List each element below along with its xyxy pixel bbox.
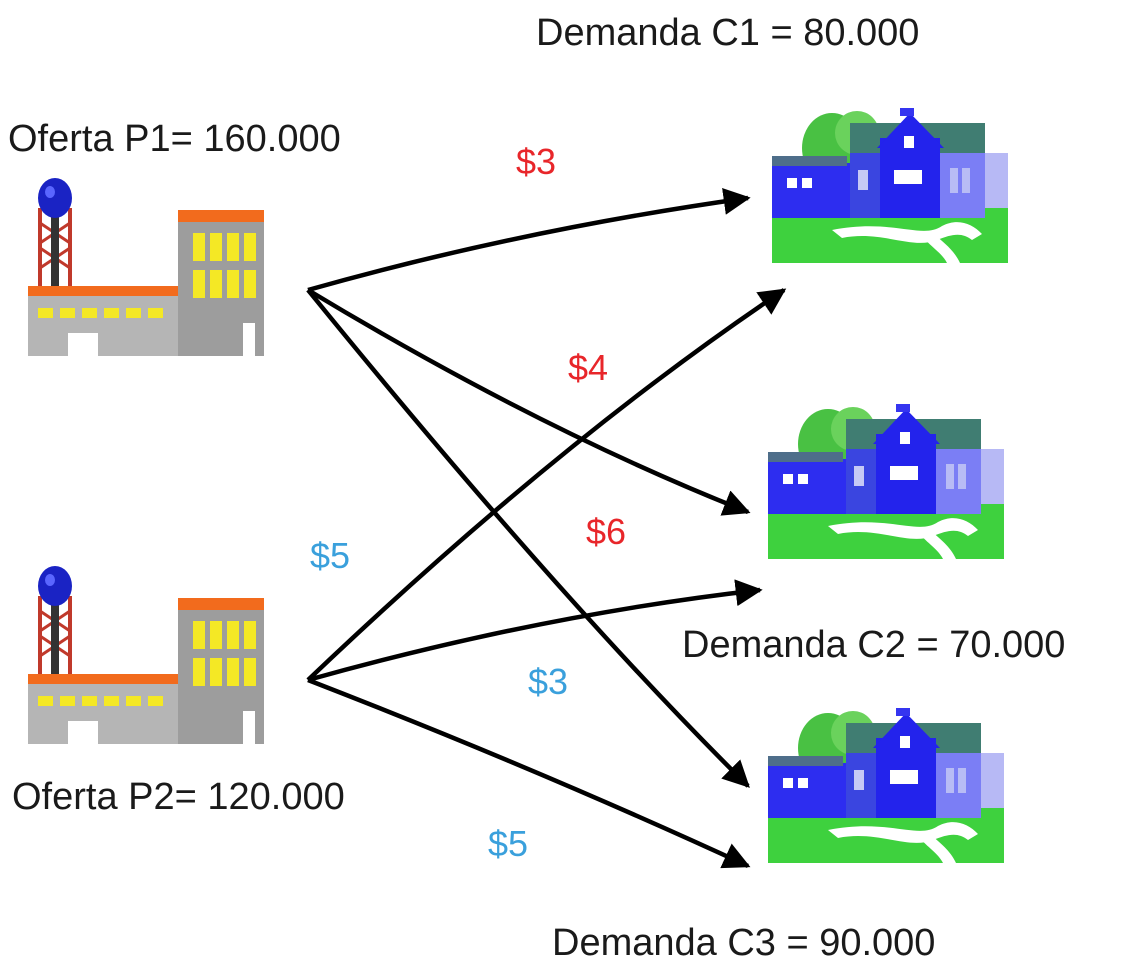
customer-c1-house-icon [772,108,1008,263]
routes-from-p1 [306,188,751,788]
cost-p1-c1: $3 [516,141,557,182]
cost-p2-c3: $5 [488,823,529,864]
demand-c3-label: Demanda C3 = 90.000 [552,922,936,964]
route-arrow-p1-c3 [306,288,750,788]
customer-c2-house-icon [768,404,1004,559]
demand-c2-label: Demanda C2 = 70.000 [682,624,1066,666]
route-arrow-p2-c1 [306,288,787,682]
customer-c3-house-icon [768,708,1004,863]
plant-p1-factory-icon [26,176,266,358]
route-arrow-p1-c2 [306,288,751,516]
demand-c1-label: Demanda C1 = 80.000 [536,12,920,54]
route-arrow-p2-c3 [307,677,751,869]
supply-p2-label: Oferta P2= 120.000 [12,776,345,818]
cost-p1-c2: $4 [568,347,609,388]
supply-p1-label: Oferta P1= 160.000 [8,118,341,160]
cost-p2-c1: $5 [310,535,351,576]
cost-p2-c2: $3 [528,661,569,702]
route-arrow-p2-c2 [307,579,763,683]
cost-p1-c3: $6 [586,511,627,552]
plant-p2-factory-icon [26,564,266,746]
routes-from-p2 [306,288,787,869]
route-arrow-p1-c1 [307,188,751,293]
